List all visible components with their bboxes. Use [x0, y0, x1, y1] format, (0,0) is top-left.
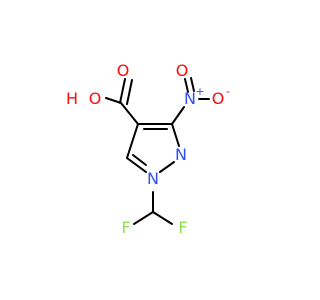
- bond-c4-c5: [126, 123, 139, 159]
- atom-ring-n2: N: [175, 145, 187, 164]
- atom-ring-n1: N: [147, 169, 159, 188]
- bond-c5-n1: [126, 157, 147, 173]
- bonds: [105, 77, 210, 225]
- atom-fluorine-right: F: [178, 218, 187, 237]
- molecule-structure: O H O O N + O - N N F F: [66, 61, 230, 237]
- atom-nitro-oxygen-right: O: [212, 89, 225, 108]
- nitro-oxygen-charge: -: [226, 85, 230, 98]
- atom-labels: O H O O N + O - N N F F: [66, 61, 230, 237]
- bond-c3-n2: [171, 123, 180, 147]
- bond-c-f-left: [133, 211, 154, 225]
- bond-c-f-right: [152, 211, 173, 225]
- bond-carboxyl-c-o-b: [126, 79, 133, 105]
- bond-carboxyl-c-oh: [105, 97, 122, 104]
- nitro-nitrogen-charge: +: [195, 85, 204, 98]
- bond-c3-nitro: [171, 106, 185, 125]
- bond-c4-carboxyl: [120, 102, 139, 125]
- atom-fluorine-left: F: [121, 218, 130, 237]
- atom-nitro-nitrogen: N: [184, 89, 196, 108]
- atom-nitro-oxygen-top: O: [176, 61, 189, 80]
- atom-hydroxyl-oxygen: O: [89, 89, 102, 108]
- atom-hydroxyl-h: H: [66, 89, 78, 108]
- bond-c5-n1-inner: [132, 154, 147, 166]
- atom-carbonyl-oxygen: O: [117, 61, 130, 80]
- bond-nitro-o-top-b: [190, 77, 195, 92]
- bond-carboxyl-c-o-a: [119, 78, 126, 104]
- bond-n2-n1: [159, 161, 175, 173]
- bond-nitro-o-top-a: [184, 78, 189, 93]
